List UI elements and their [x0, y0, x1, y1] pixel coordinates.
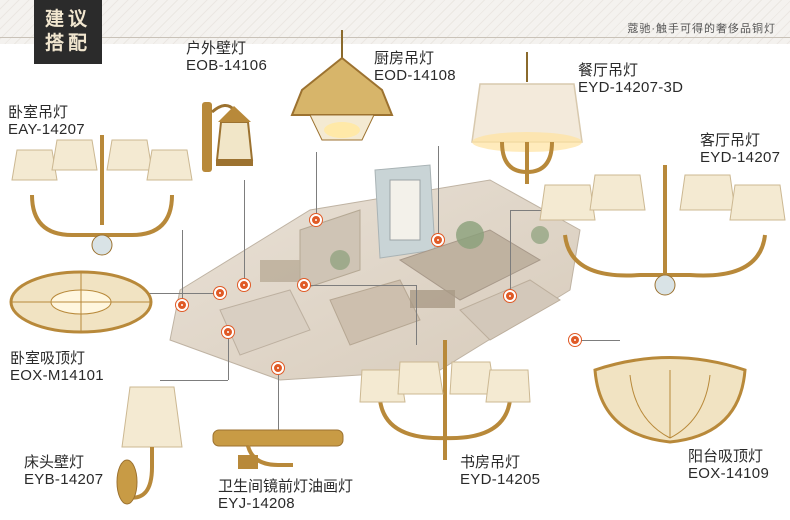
- product-name: 餐厅吊灯: [578, 62, 639, 79]
- product-code: EOD-14108: [374, 67, 456, 84]
- product-code: EAY-14207: [8, 121, 85, 138]
- location-dot-bedroom-pendant[interactable]: [176, 299, 188, 311]
- bedside-wall-lamp-image: [116, 386, 183, 505]
- product-name: 阳台吸顶灯: [688, 448, 764, 465]
- outdoor-wall-lamp-image: [202, 102, 254, 172]
- study-pendant-image: [359, 340, 531, 460]
- product-code: EYD-14205: [460, 471, 541, 488]
- product-code: EOB-14106: [186, 57, 268, 74]
- living-pendant-image: [539, 165, 786, 296]
- leader-outdoor-wall: [244, 180, 245, 284]
- product-name: 厨房吊灯: [374, 50, 435, 67]
- label-bathroom-mirror-lamp: 卫生间镜前灯油画灯 EYJ-14208: [218, 478, 353, 512]
- product-name: 卫生间镜前灯油画灯: [218, 478, 354, 495]
- product-name: 卧室吸顶灯: [10, 350, 86, 367]
- brand-slogan: 蔻驰·触手可得的奢侈品铜灯: [627, 23, 776, 35]
- floor-plan-illustration: [169, 164, 581, 381]
- product-code: EYD-14207: [700, 149, 781, 166]
- product-name: 户外壁灯: [186, 40, 247, 57]
- leader-dining-v: [438, 146, 439, 240]
- label-dining-pendant: 餐厅吊灯 EYD-14207-3D: [578, 62, 683, 96]
- product-name: 书房吊灯: [460, 454, 521, 471]
- location-dot-kitchen[interactable]: [310, 214, 322, 226]
- label-study-pendant: 书房吊灯 EYD-14205: [460, 454, 540, 488]
- balcony-ceiling-lamp-image: [593, 356, 747, 444]
- bedroom-pendant-image: [11, 135, 193, 256]
- dining-pendant-image: [471, 52, 583, 184]
- product-code: EOX-M14101: [10, 367, 104, 384]
- product-code: EYB-14207: [24, 471, 104, 488]
- product-code: EOX-14109: [688, 465, 770, 482]
- location-dot-balcony[interactable]: [569, 334, 581, 346]
- label-bedroom-ceiling-lamp: 卧室吸顶灯 EOX-M14101: [10, 350, 104, 384]
- leader-study-h: [304, 285, 416, 286]
- label-kitchen-pendant: 厨房吊灯 EOD-14108: [374, 50, 456, 84]
- leader-living-v: [510, 210, 511, 296]
- leader-living-h: [510, 210, 550, 211]
- badge-line-2: 搭配: [44, 33, 91, 54]
- label-living-pendant: 客厅吊灯 EYD-14207: [700, 132, 780, 166]
- bathroom-mirror-lamp-image: [212, 429, 344, 469]
- leader-bedside-v: [228, 332, 229, 380]
- location-dot-dining[interactable]: [432, 234, 444, 246]
- location-dot-study[interactable]: [298, 279, 310, 291]
- kitchen-pendant-image: [290, 30, 394, 141]
- leader-kitchen: [316, 152, 317, 220]
- location-dot-living[interactable]: [504, 290, 516, 302]
- leader-bedroom-pendant-v: [182, 230, 183, 305]
- label-outdoor-wall-lamp: 户外壁灯 EOB-14106: [186, 40, 267, 74]
- leader-bath-v: [278, 368, 279, 430]
- location-dot-bedside[interactable]: [222, 326, 234, 338]
- bedroom-ceiling-lamp-image: [9, 270, 153, 334]
- leader-balcony-h: [575, 340, 620, 341]
- location-dot-bathroom[interactable]: [272, 362, 284, 374]
- product-name: 床头壁灯: [24, 454, 85, 471]
- product-name: 卧室吊灯: [8, 104, 69, 121]
- location-dot-bedroom-ceiling[interactable]: [214, 287, 226, 299]
- header-rule: [0, 37, 790, 38]
- product-code: EYD-14207-3D: [578, 79, 684, 96]
- label-balcony-ceiling-lamp: 阳台吸顶灯 EOX-14109: [688, 448, 769, 482]
- label-bedside-wall-lamp: 床头壁灯 EYB-14207: [24, 454, 103, 488]
- badge-line-1: 建议: [44, 9, 91, 30]
- product-code: EYJ-14208: [218, 495, 295, 512]
- location-dot-outdoor-wall[interactable]: [238, 279, 250, 291]
- header-band: [0, 0, 790, 44]
- leader-bedside-h: [160, 380, 228, 381]
- suggestion-badge: 建议 搭配: [34, 0, 102, 64]
- leader-study-v: [416, 285, 417, 345]
- label-bedroom-pendant: 卧室吊灯 EAY-14207: [8, 104, 85, 138]
- product-name: 客厅吊灯: [700, 132, 761, 149]
